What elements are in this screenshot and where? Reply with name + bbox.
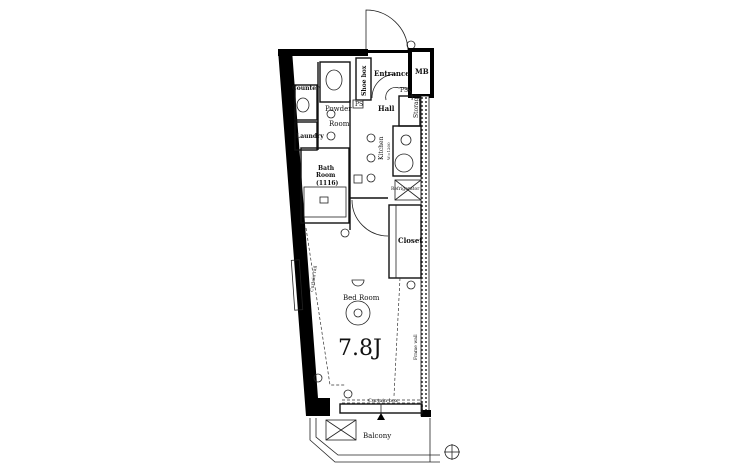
label-curtain-rail: Curtain rail: [309, 265, 319, 293]
label-kitchen-width: W=1200: [386, 142, 391, 160]
label-curtain-box: Curtain box: [368, 398, 398, 404]
exterior-wall-left: [278, 50, 330, 416]
compass-icon: [444, 444, 460, 460]
label-counter: Counter: [292, 85, 320, 92]
label-ps-2: PS: [400, 87, 408, 94]
label-storage: Storage: [413, 94, 420, 118]
top-wall: [278, 49, 368, 56]
entrance-door: [365, 9, 409, 51]
label-frame-wall: Frame wall: [413, 334, 419, 360]
label-ps: PS: [355, 101, 363, 108]
label-entrance: Entrance: [374, 69, 410, 78]
label-hall: Hall: [378, 104, 395, 113]
label-bath-room: Room: [316, 172, 336, 179]
label-kitchen: Kitchen: [378, 136, 385, 160]
label-bed-room: Bed Room: [343, 294, 380, 302]
label-laundry: Laundry: [296, 133, 324, 140]
label-area: 7.8J: [338, 336, 382, 361]
interior-walls: [290, 57, 440, 463]
label-bath: Bath: [318, 165, 335, 172]
label-mb: MB: [415, 67, 429, 76]
label-refrigerator: Refrigerator: [391, 186, 420, 192]
label-powder: Powder: [325, 105, 352, 113]
label-bath-size: (1116): [316, 180, 339, 187]
meter-icon: [406, 40, 416, 50]
label-shoe-box: Shoe box: [361, 65, 368, 96]
label-balcony: Balcony: [363, 432, 391, 440]
label-powder-room: Room: [329, 120, 350, 128]
label-closet: Closet: [398, 236, 423, 245]
exterior-wall-right: [420, 95, 430, 417]
